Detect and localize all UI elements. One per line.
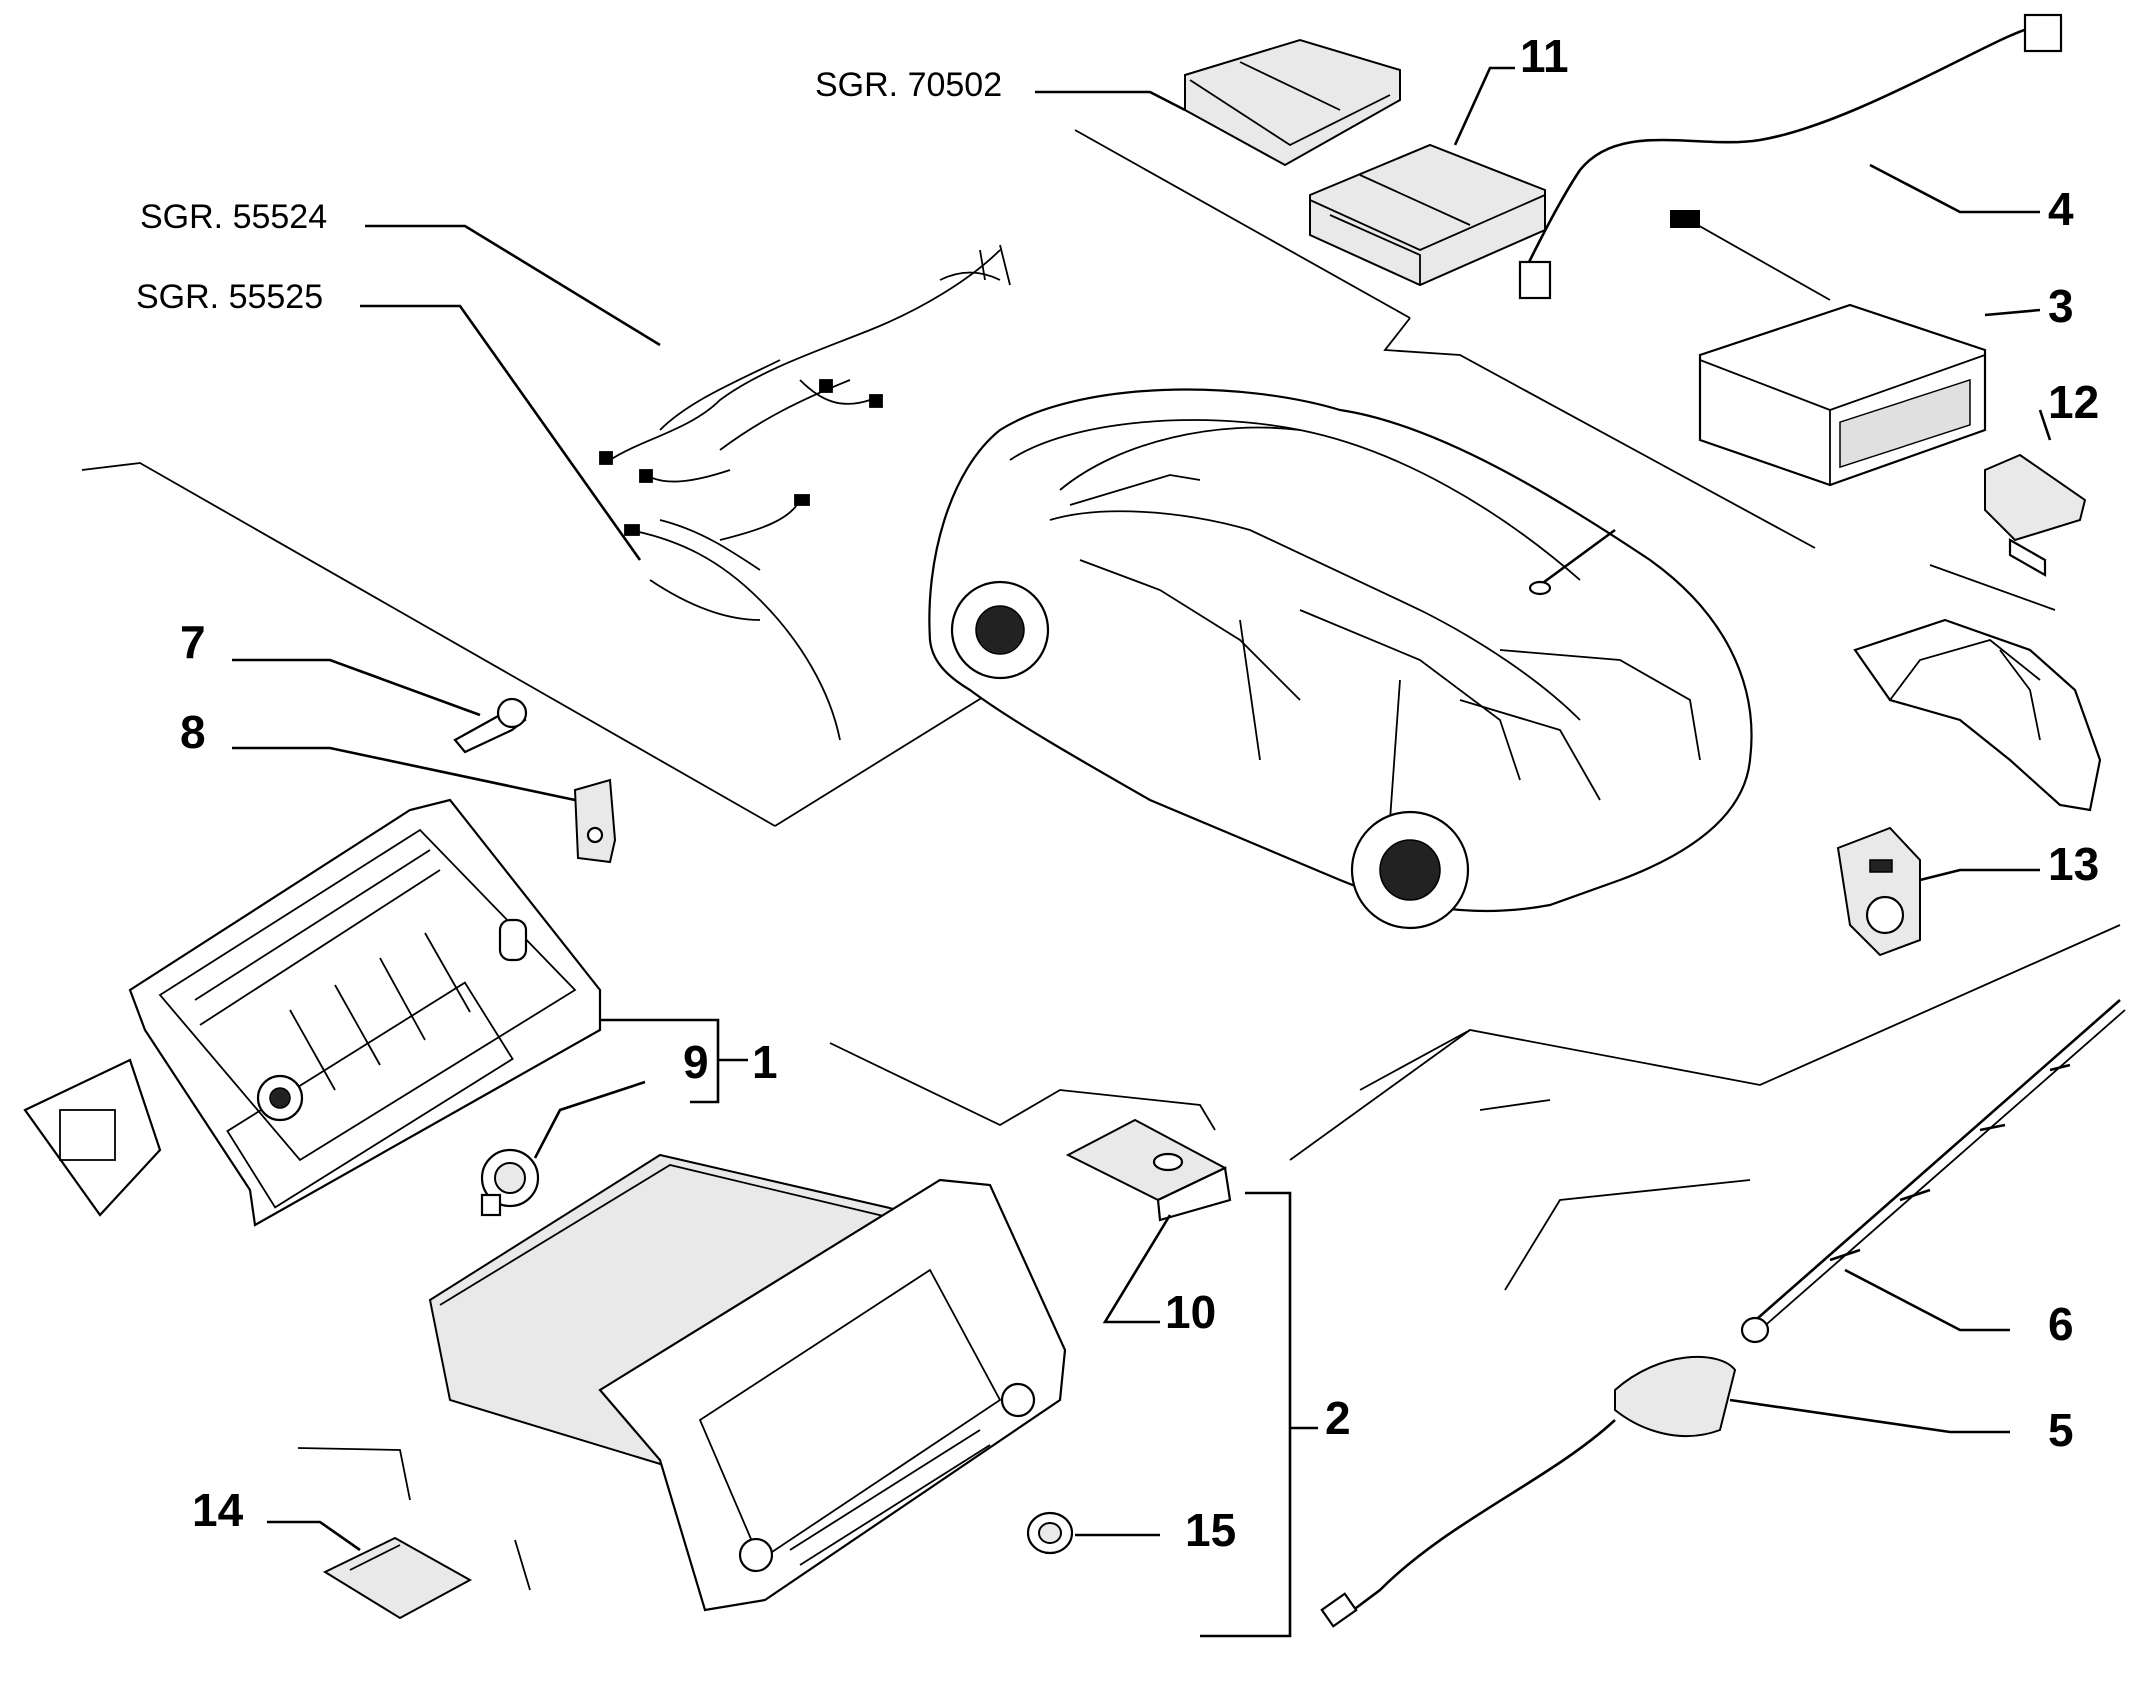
leader-lines [232,66,2052,1638]
part-number-2: 2 [1325,1392,1351,1444]
antenna-base-5 [1320,1355,1737,1628]
part-number-13: 13 [2048,838,2099,890]
part-number-14: 14 [192,1484,244,1536]
cable-4 [1518,13,2063,300]
part-number-6: 6 [2048,1298,2074,1350]
knob-15 [1026,1511,1074,1555]
knob-9 [480,1148,540,1217]
unit-3 [1670,210,1987,487]
car-illustration [928,388,1753,930]
part-number-9: 9 [683,1036,709,1088]
clip-8 [573,778,617,864]
part-number-3: 3 [2048,280,2074,332]
part-number-10: 10 [1165,1286,1216,1338]
part-number-7: 7 [180,616,206,668]
part-number-5: 5 [2048,1404,2074,1456]
bracket-13 [1836,826,1921,957]
antenna-rod-6 [1740,999,2126,1344]
sgr-label: SGR. 55524 [140,198,327,236]
wiring-harness-55524 [599,244,1011,483]
wiring-harness-55525 [624,494,841,741]
sgr-label: SGR. 70502 [815,66,1002,104]
module-70502 [1184,38,1401,167]
sd-card-14 [322,1536,473,1620]
navigation-unit-2 [428,1153,1067,1612]
part-number-15: 15 [1185,1504,1236,1556]
part-number-12: 12 [2048,376,2099,428]
part-number-1: 1 [752,1036,778,1088]
center-console [1853,618,2102,812]
part-number-8: 8 [180,706,206,758]
radio-1 [23,798,602,1227]
module-11 [1309,143,1546,287]
screw-7 [453,697,528,754]
part-number-11: 11 [1520,30,1569,82]
sgr-label: SGR. 55525 [136,278,323,316]
bezel-10 [1065,1118,1232,1222]
switch-12 [1984,453,2087,577]
part-number-4: 4 [2048,183,2074,235]
